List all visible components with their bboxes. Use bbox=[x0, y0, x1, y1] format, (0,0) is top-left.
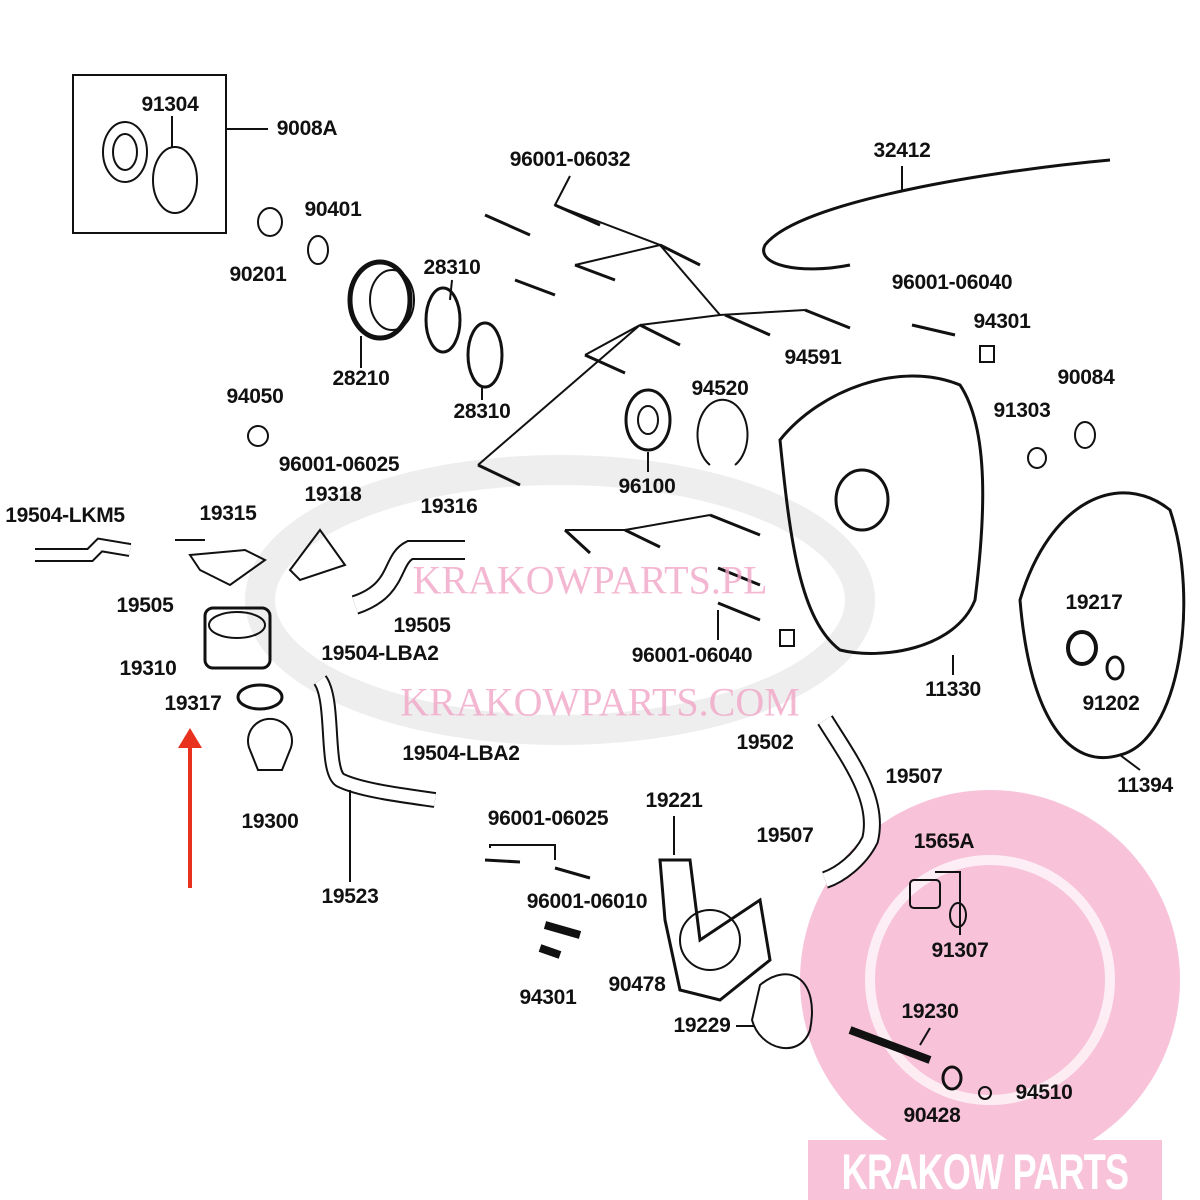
part-label: 19505 bbox=[116, 594, 174, 617]
part-label: 19316 bbox=[420, 495, 478, 518]
part-label: 32412 bbox=[873, 139, 931, 162]
part-label: 19300 bbox=[241, 810, 299, 833]
part-label: 19221 bbox=[645, 789, 703, 812]
part-label: 94520 bbox=[691, 377, 749, 400]
part-label: 96001-06025 bbox=[487, 807, 609, 830]
part-label: 28310 bbox=[453, 400, 511, 423]
part-label: 11394 bbox=[1117, 774, 1173, 797]
part-label: 19507 bbox=[885, 765, 943, 788]
part-label: 9008A bbox=[276, 117, 338, 140]
part-label: 19310 bbox=[119, 657, 177, 680]
part-label: 1565A bbox=[913, 830, 975, 853]
part-label: 96001-06032 bbox=[509, 148, 631, 171]
part-label: 96001-06040 bbox=[631, 644, 753, 667]
part-label: 96100 bbox=[618, 475, 676, 498]
part-label: 94301 bbox=[973, 310, 1031, 333]
part-label: 91202 bbox=[1082, 692, 1140, 715]
part-label: 19502 bbox=[736, 731, 794, 754]
part-label: 11330 bbox=[925, 678, 981, 701]
krakow-parts-logo-text: KRAKOW PARTS bbox=[841, 1144, 1129, 1200]
part-label: 19317 bbox=[164, 692, 222, 715]
part-label: 19217 bbox=[1065, 591, 1123, 614]
kit-box-9008A bbox=[72, 74, 227, 234]
part-label: 90084 bbox=[1057, 366, 1115, 389]
part-label: 19315 bbox=[199, 502, 257, 525]
part-label: 19504-LBA2 bbox=[321, 642, 439, 665]
part-label: 19523 bbox=[321, 885, 379, 908]
red-arrow bbox=[178, 728, 202, 888]
part-label: 94301 bbox=[519, 986, 577, 1009]
krakow-parts-logo bbox=[800, 790, 1180, 1200]
part-label: 94050 bbox=[226, 385, 284, 408]
part-label: 19318 bbox=[304, 483, 362, 506]
part-label: 91303 bbox=[993, 399, 1051, 422]
watermark-krakowparts-com: KRAKOWPARTS.COM bbox=[400, 679, 800, 725]
part-label: 94591 bbox=[784, 346, 842, 369]
part-label: 91304 bbox=[141, 93, 199, 116]
part-label: 90428 bbox=[903, 1104, 961, 1127]
part-label: 96001-06010 bbox=[526, 890, 648, 913]
part-label: 96001-06025 bbox=[278, 453, 400, 476]
part-label: 96001-06040 bbox=[891, 271, 1013, 294]
part-label: 94510 bbox=[1015, 1081, 1073, 1104]
part-label: 90478 bbox=[608, 973, 666, 996]
part-label: 19507 bbox=[756, 824, 814, 847]
part-label: 91307 bbox=[931, 939, 989, 962]
part-label: 19504-LKM5 bbox=[5, 504, 125, 527]
part-label: 28210 bbox=[332, 367, 390, 390]
part-label: 19230 bbox=[901, 1000, 959, 1023]
part-label: 28310 bbox=[423, 256, 481, 279]
part-label: 90401 bbox=[304, 198, 362, 221]
part-label: 19229 bbox=[673, 1014, 731, 1037]
part-label: 19505 bbox=[393, 614, 451, 637]
watermark-krakowparts-pl: KRAKOWPARTS.PL bbox=[412, 557, 768, 603]
part-label: 19504-LBA2 bbox=[402, 742, 520, 765]
part-label: 90201 bbox=[229, 263, 287, 286]
